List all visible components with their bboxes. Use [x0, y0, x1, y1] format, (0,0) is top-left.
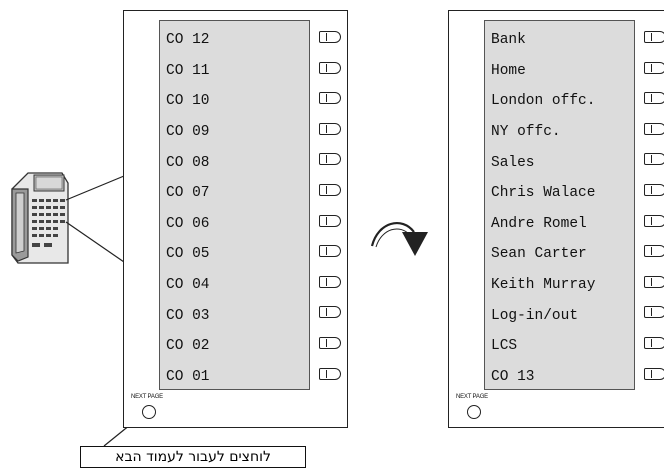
right-key-label-strip: Bank Home London offc. NY offc. Sales Ch… — [484, 20, 635, 390]
key-label: Keith Murray — [491, 277, 596, 294]
key-button-icon[interactable] — [644, 276, 664, 288]
key-button-icon[interactable] — [319, 245, 341, 257]
key-button-icon[interactable] — [644, 337, 664, 349]
curved-arrow-icon — [370, 222, 428, 256]
key-label: CO 01 — [166, 368, 210, 385]
key-label: CO 07 — [166, 185, 210, 202]
key-label: CO 03 — [166, 307, 210, 324]
key-button-icon[interactable] — [644, 123, 664, 135]
key-button-icon[interactable] — [644, 215, 664, 227]
key-label: Andre Romel — [491, 215, 587, 232]
key-button-icon[interactable] — [319, 215, 341, 227]
key-button-icon[interactable] — [319, 276, 341, 288]
key-label: CO 02 — [166, 338, 210, 355]
key-label: LCS — [491, 338, 518, 355]
telephone-icon — [8, 163, 78, 276]
next-page-label: NEXT PAGE — [131, 394, 163, 400]
key-label: CO 10 — [166, 93, 210, 110]
key-button-icon[interactable] — [319, 368, 341, 380]
key-label: Chris Walace — [491, 185, 596, 202]
key-label: CO 04 — [166, 277, 210, 294]
key-button-icon[interactable] — [319, 62, 341, 74]
next-page-button-icon[interactable] — [142, 405, 156, 419]
key-button-icon[interactable] — [644, 62, 664, 74]
key-button-icon[interactable] — [644, 31, 664, 43]
key-label: CO 13 — [491, 368, 535, 385]
key-label: London offc. — [491, 93, 596, 110]
key-label: Home — [491, 62, 526, 79]
key-button-icon[interactable] — [319, 306, 341, 318]
key-button-icon[interactable] — [319, 31, 341, 43]
left-key-panel: CO 12 CO 11 CO 10 CO 09 CO 08 CO 07 CO 0… — [123, 10, 348, 428]
next-page-callout: לוחצים לעבור לעמוד הבא — [80, 446, 306, 468]
key-label: Bank — [491, 32, 526, 49]
key-label: CO 06 — [166, 215, 210, 232]
key-button-icon[interactable] — [319, 92, 341, 104]
key-button-icon[interactable] — [319, 153, 341, 165]
next-page-button-icon[interactable] — [467, 405, 481, 419]
key-label: Sean Carter — [491, 246, 587, 263]
key-label: Log-in/out — [491, 307, 579, 324]
key-label: Sales — [491, 154, 535, 171]
left-key-label-strip: CO 12 CO 11 CO 10 CO 09 CO 08 CO 07 CO 0… — [159, 20, 310, 390]
key-label: CO 05 — [166, 246, 210, 263]
key-label: CO 11 — [166, 62, 210, 79]
next-page-label: NEXT PAGE — [456, 394, 488, 400]
key-button-icon[interactable] — [644, 245, 664, 257]
key-button-icon[interactable] — [644, 153, 664, 165]
key-button-icon[interactable] — [644, 368, 664, 380]
key-button-icon[interactable] — [319, 337, 341, 349]
key-label: NY offc. — [491, 124, 561, 141]
key-button-icon[interactable] — [644, 184, 664, 196]
key-button-icon[interactable] — [319, 184, 341, 196]
key-label: CO 08 — [166, 154, 210, 171]
right-key-panel: Bank Home London offc. NY offc. Sales Ch… — [448, 10, 664, 428]
key-label: CO 09 — [166, 124, 210, 141]
key-button-icon[interactable] — [644, 92, 664, 104]
key-button-icon[interactable] — [644, 306, 664, 318]
key-button-icon[interactable] — [319, 123, 341, 135]
key-label: CO 12 — [166, 32, 210, 49]
